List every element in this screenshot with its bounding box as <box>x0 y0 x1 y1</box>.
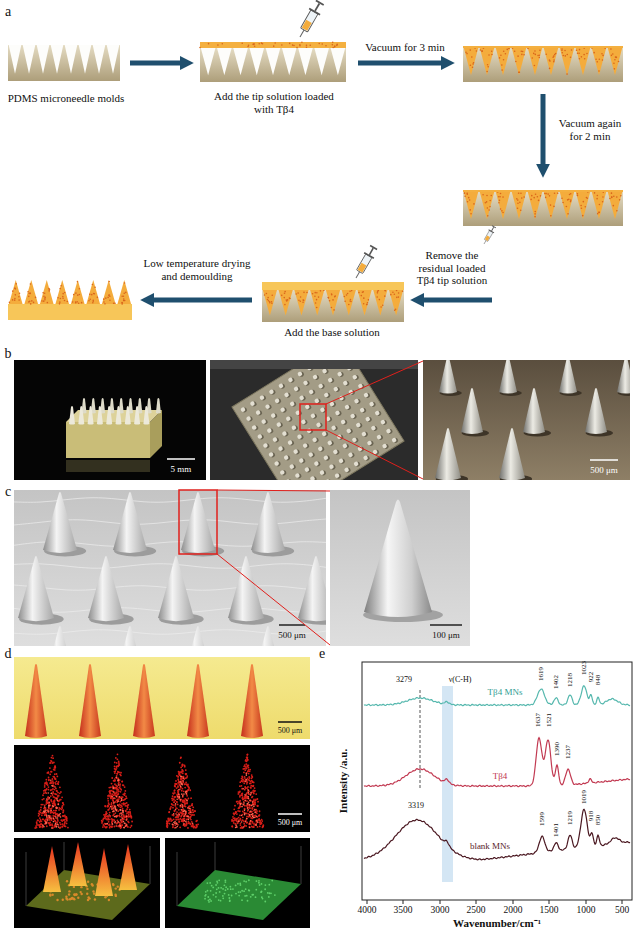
scale-bar-label: 500 μm <box>278 727 303 735</box>
scale-bar-label: 5 mm <box>171 464 192 474</box>
peak-label: 1402 <box>553 675 560 689</box>
peak-label: 1637 <box>535 713 542 727</box>
panel-letter: e <box>319 646 325 662</box>
microscope-photo <box>210 360 418 480</box>
mold-illustration <box>8 45 120 81</box>
peak-label: 1218 <box>567 673 574 687</box>
zoom-photo <box>423 360 630 480</box>
axis-title: Intensity /a.u. <box>338 749 349 814</box>
tick-label: 1000 <box>577 905 596 916</box>
syringe-icon <box>295 0 326 40</box>
step-note: Low temperature drying and demoulding <box>143 257 251 282</box>
mold-illustration <box>463 46 623 82</box>
peak-label: 1237 <box>565 745 572 759</box>
panel-letter: a <box>5 4 11 20</box>
tick-label: 2500 <box>467 905 486 916</box>
axis-title: Wavenumber/cm⁻¹ <box>453 917 541 930</box>
panel-letter: b <box>5 346 12 362</box>
peak-label: 3279 <box>396 676 412 684</box>
step-note: Vacuum again for 2 min <box>554 117 626 142</box>
panel-letter: d <box>5 646 12 662</box>
step-note: Remove the residual loaded Tβ4 tip solut… <box>412 249 492 287</box>
process-arrow <box>130 61 184 66</box>
scale-bar-label: 500 μm <box>278 630 306 640</box>
series-label: blank MNs <box>470 841 510 851</box>
sem-zoom <box>330 490 470 646</box>
mold-illustration <box>262 282 404 322</box>
peak-label: 1219 <box>567 811 574 825</box>
peak-label: 848 <box>595 675 602 686</box>
stained-section <box>14 657 310 739</box>
peak-label: 1019 <box>581 790 588 804</box>
series-label: Tβ4 MNs <box>488 687 523 697</box>
zoom-marker <box>179 490 330 645</box>
step-caption: Add the tip solution loaded with Tβ4 <box>208 90 340 116</box>
peak-label: 1023 <box>581 661 588 675</box>
peak-label: 3319 <box>408 802 424 810</box>
scale-bar-label: 500 μm <box>278 819 303 827</box>
tick-label: 4000 <box>358 905 377 916</box>
process-arrow <box>420 300 492 301</box>
process-step: Add the tip solution loaded with Tβ4 <box>196 40 352 116</box>
3d-plot <box>14 838 160 928</box>
mold-illustration <box>199 42 346 82</box>
peak-label: 1599 <box>539 812 546 826</box>
microneedle-patch <box>8 280 132 320</box>
mold-illustration <box>463 190 623 226</box>
process-arrow <box>358 63 445 64</box>
peak-label: 1521 <box>546 713 553 727</box>
band-label: ν(C-H) <box>449 676 472 684</box>
scale-bar-label: 100 μm <box>432 630 460 640</box>
step-caption: Add the base solution <box>257 326 407 339</box>
3d-plot <box>165 838 310 928</box>
peak-label: 922 <box>588 672 595 683</box>
process-step: PDMS microneedle molds <box>4 40 128 105</box>
process-step: Add the base solution <box>256 276 408 339</box>
sem-image <box>14 490 326 646</box>
tick-label: 1500 <box>540 905 559 916</box>
step-caption: PDMS microneedle molds <box>4 92 128 105</box>
syringe-icon <box>481 225 497 246</box>
tick-label: 500 <box>615 905 629 916</box>
step-note: Vacuum for 3 min <box>365 41 445 54</box>
tick-label: 3000 <box>431 905 450 916</box>
ftir-chart <box>362 662 632 904</box>
peak-label: 1619 <box>538 667 545 681</box>
series-label: Tβ4 <box>493 771 508 781</box>
patch-photo <box>14 360 206 480</box>
peak-label: 918 <box>588 811 595 822</box>
zoom-marker <box>300 361 423 479</box>
panel-letter: c <box>5 484 11 500</box>
syringe-icon <box>351 244 379 281</box>
peak-label: 1401 <box>553 823 560 837</box>
fluorescence-image <box>14 745 310 832</box>
tick-label: 3500 <box>394 905 413 916</box>
scale-bar-label: 500 μm <box>590 465 618 475</box>
peak-label: 850 <box>595 815 602 826</box>
tick-label: 2000 <box>504 905 523 916</box>
peak-label: 1390 <box>554 742 561 756</box>
process-arrow <box>150 300 252 301</box>
process-arrow <box>543 94 544 168</box>
